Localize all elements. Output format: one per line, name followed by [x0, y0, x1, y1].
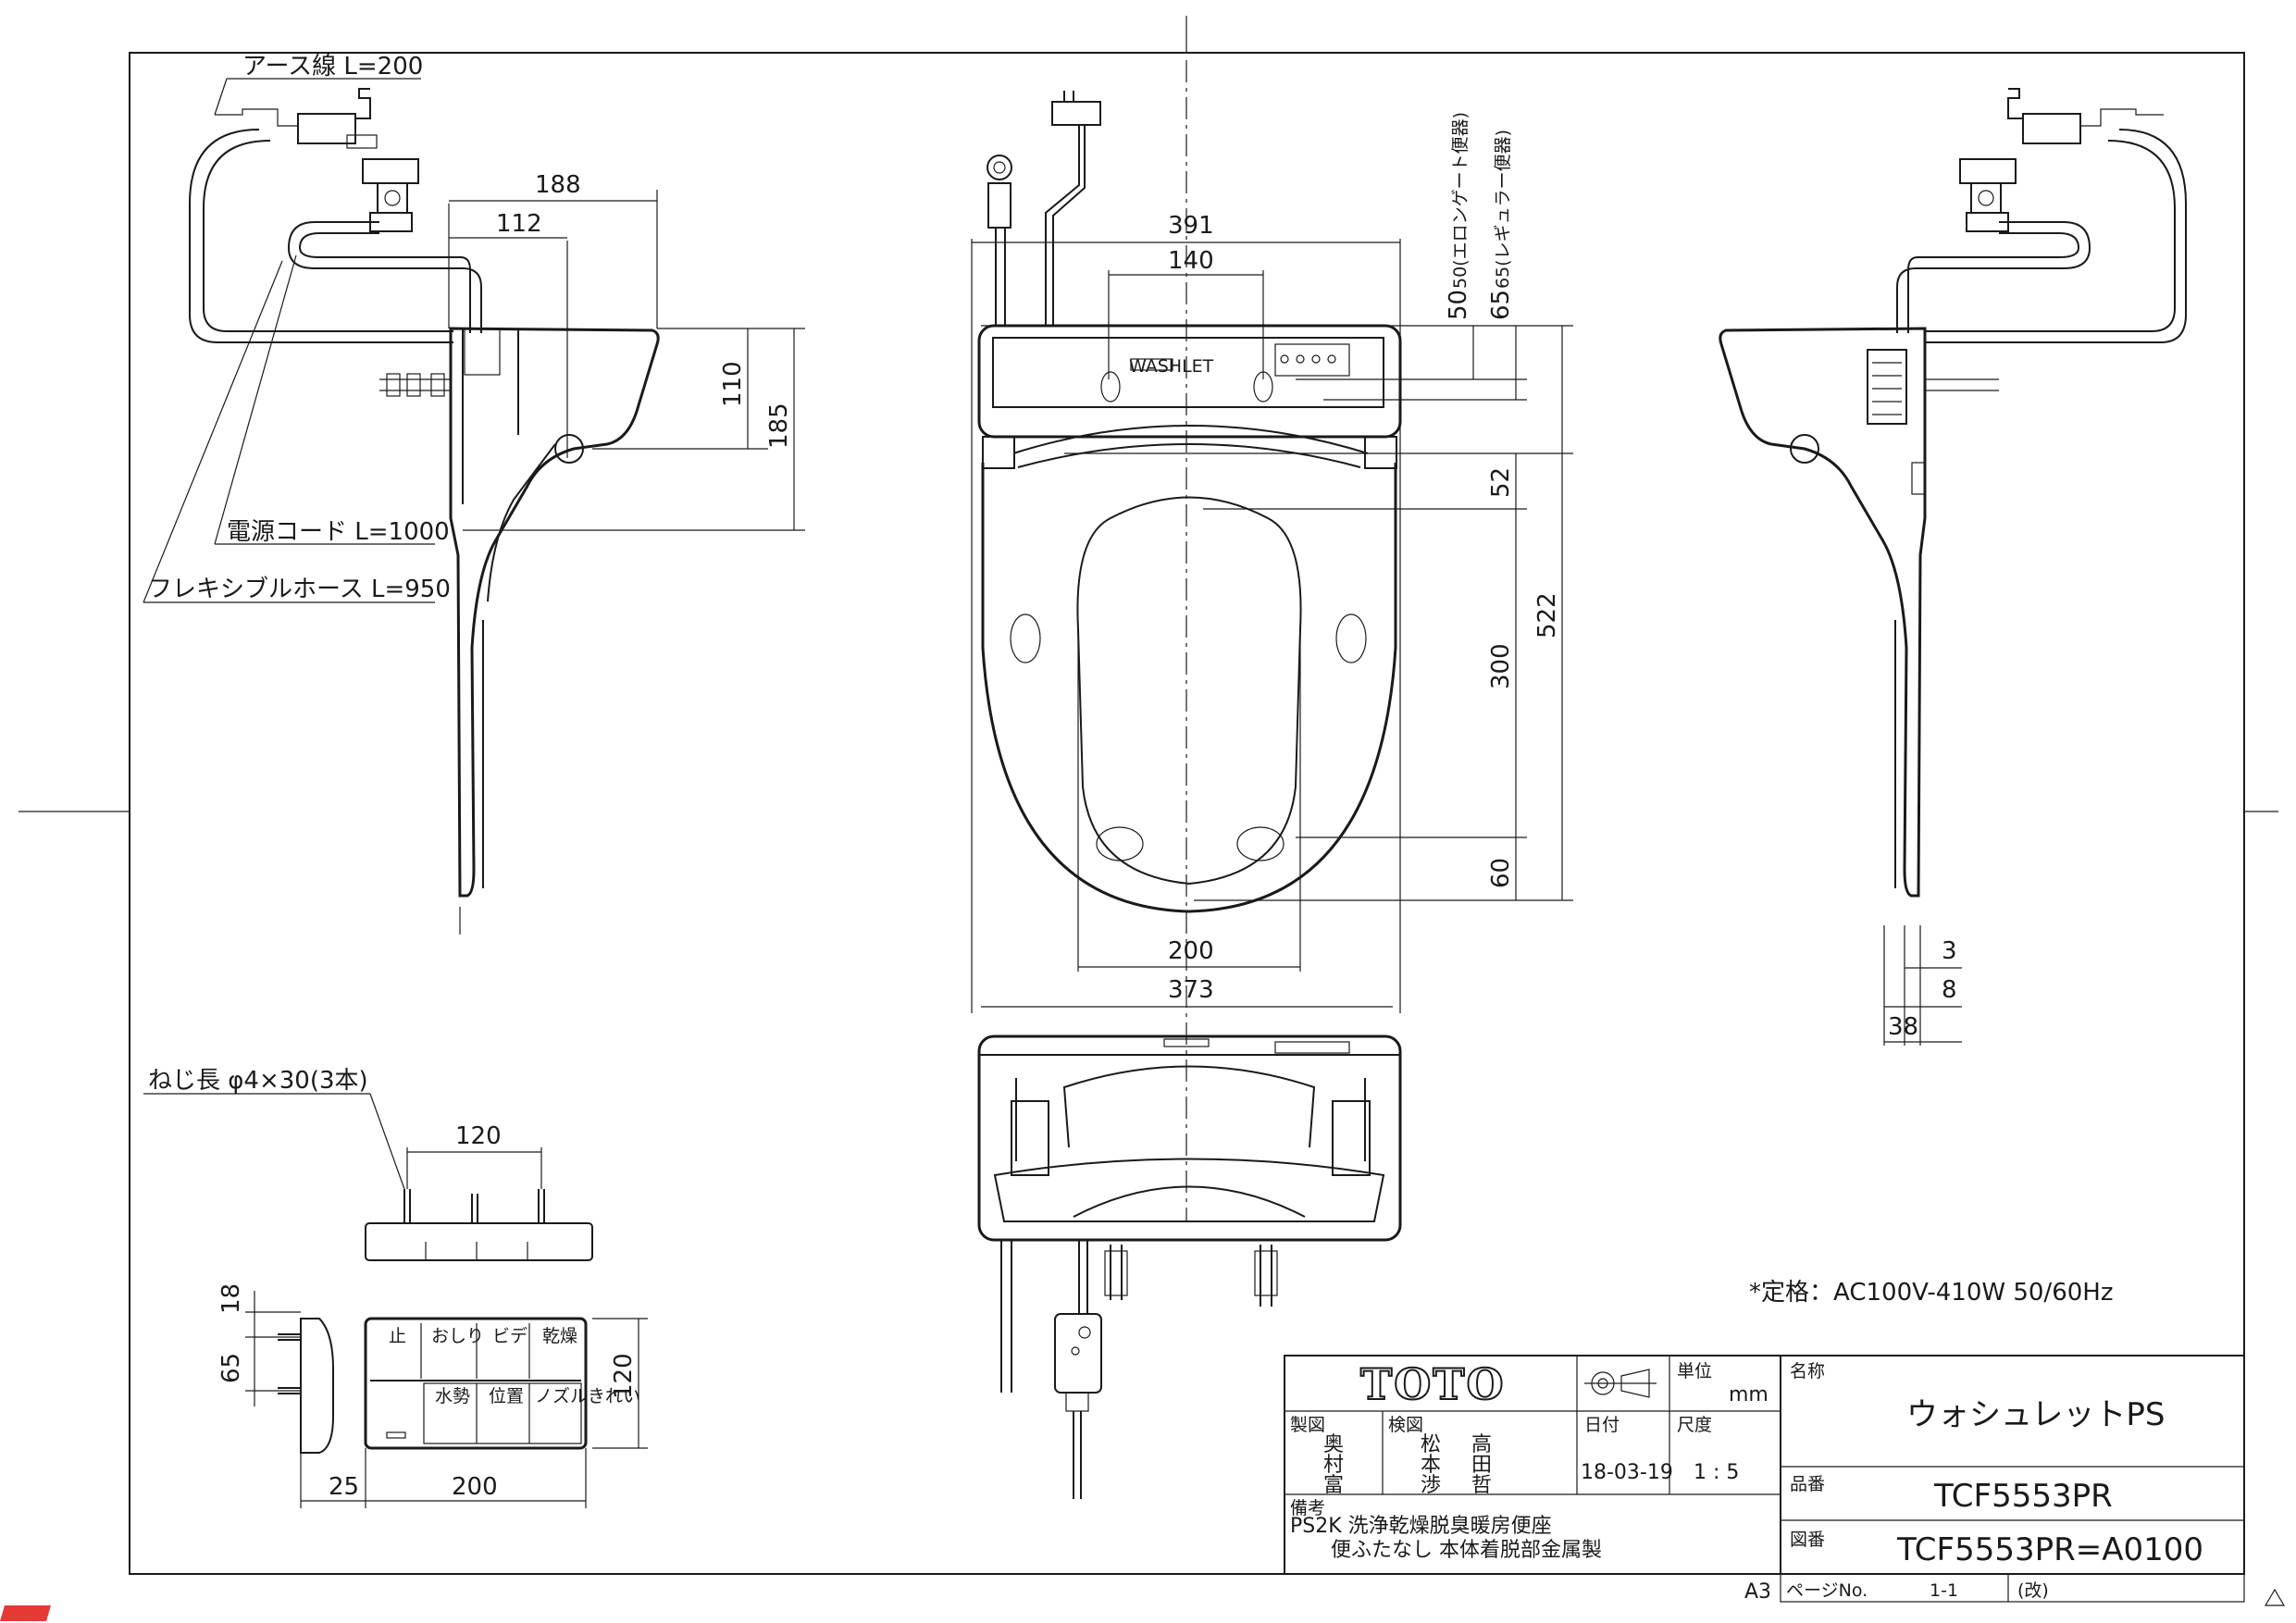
dim-185: 185	[765, 403, 793, 449]
part-number: TCF5553PR	[1933, 1478, 2113, 1515]
dim-200: 200	[1168, 937, 1214, 965]
dim-140: 140	[1168, 247, 1214, 275]
dim-25: 25	[329, 1473, 359, 1501]
dim-373: 373	[1168, 976, 1214, 1004]
top-view-dimensions: 391 140 50 50(エロンゲート便器) 65 65(レギュラー便器) 5…	[972, 112, 1563, 1008]
dim-65: 65	[1487, 290, 1515, 320]
dim-60: 60	[1487, 858, 1515, 888]
remarks-line-2: 便ふたなし 本体着脱部金属製	[1331, 1539, 1602, 1562]
left-view-dimensions: 188 112 110 185 アース線 L=200 電源コード L=1000 …	[143, 53, 795, 603]
btn-dry: 乾燥	[542, 1326, 577, 1346]
dim-300: 300	[1487, 643, 1515, 689]
check2-name-2: 田	[1471, 1454, 1492, 1477]
dim-52: 52	[1487, 467, 1515, 498]
drawn-name-3: 富	[1323, 1474, 1344, 1497]
dim-391: 391	[1168, 212, 1214, 240]
drawn-label: 製図	[1290, 1415, 1325, 1435]
date-label: 日付	[1584, 1415, 1620, 1435]
btn-bidet: ビデ	[492, 1326, 527, 1346]
scale-value: 1 : 5	[1694, 1461, 1739, 1484]
dim-3: 3	[1942, 937, 1957, 965]
btn-nozzle: ノズルきれい	[535, 1386, 640, 1406]
name-label: 名称	[1790, 1361, 1825, 1381]
dim-8: 8	[1942, 976, 1957, 1004]
corner-marks	[0, 1588, 2286, 1621]
power-cord-label: 電源コード L=1000	[227, 518, 450, 546]
dim-112: 112	[496, 210, 542, 238]
revision-label: (改)	[2017, 1580, 2049, 1601]
earth-wire-label: アース線 L=200	[242, 53, 423, 81]
drawn-name-2: 村	[1323, 1454, 1344, 1477]
drawn-name-1: 奥	[1323, 1433, 1344, 1456]
date-value: 18-03-19	[1581, 1461, 1673, 1484]
btn-position: 位置	[489, 1386, 524, 1406]
dim-120-remote: 120	[610, 1353, 638, 1399]
unit-value: mm	[1729, 1383, 1769, 1406]
remote-bracket-view: ねじ長 φ4×30(3本) 120	[143, 1067, 593, 1261]
projection-symbol-icon	[1584, 1369, 1657, 1398]
drawing-number: TCF5553PR=A0100	[1896, 1531, 2203, 1568]
btn-oshiri: おしり	[431, 1326, 484, 1346]
washlet-badge: WASHLET	[1129, 356, 1214, 377]
front-view	[977, 1035, 1402, 1499]
dim-18: 18	[217, 1283, 245, 1314]
remarks-label: 備考	[1290, 1498, 1325, 1518]
drawing-label: 図番	[1790, 1530, 1825, 1550]
btn-pressure: 水勢	[435, 1386, 470, 1406]
check-name-3: 渉	[1421, 1474, 1441, 1497]
dim-110: 110	[719, 361, 747, 407]
scale-label: 尺度	[1677, 1415, 1712, 1435]
check2-name-3: 哲	[1471, 1474, 1492, 1497]
check-label: 検図	[1388, 1415, 1423, 1435]
dim-50: 50	[1445, 290, 1472, 320]
dim-200-remote: 200	[452, 1473, 498, 1501]
flex-hose-label: フレキシブルホース L=950	[148, 576, 451, 603]
dim-188: 188	[535, 171, 581, 199]
dim-522: 522	[1533, 592, 1561, 638]
right-side-view	[1719, 88, 2187, 1046]
drawing-frame	[19, 16, 2278, 1575]
title-block: TOTO 単位 mm 名称 ウォシュレットPS 製図 奥 村 富 検図 松 本 …	[1284, 1355, 2245, 1604]
remote-control-views: 18 65 止 おしり ビデ 乾燥 水勢 位置 ノズルきれい 120 25 20…	[217, 1283, 648, 1508]
screw-label: ねじ長 φ4×30(3本)	[148, 1067, 368, 1095]
dim-120-screws: 120	[455, 1122, 502, 1150]
page-label: ページNo.	[1786, 1580, 1868, 1601]
part-label: 品番	[1790, 1474, 1825, 1494]
remarks-line-1: PS2K 洗浄乾燥脱臭暖房便座	[1290, 1515, 1552, 1538]
page-value: 1-1	[1930, 1580, 1958, 1601]
right-view-dimensions: 3 8 38	[1884, 937, 1962, 1043]
product-name: ウォシュレットPS	[1906, 1396, 2165, 1433]
top-view: WASHLET	[971, 60, 1573, 1221]
btn-stop: 止	[389, 1326, 406, 1346]
dim-38: 38	[1888, 1013, 1918, 1041]
check2-name-1: 高	[1471, 1433, 1492, 1456]
check-name-2: 本	[1421, 1454, 1441, 1477]
sheet-size: A3	[1744, 1580, 1771, 1604]
left-side-view	[189, 88, 805, 935]
check-name-1: 松	[1421, 1433, 1441, 1456]
toto-logo: TOTO	[1360, 1359, 1506, 1409]
rating-label: *定格：AC100V-410W 50/60Hz	[1749, 1279, 2113, 1307]
elongated-note: 50(エロンゲート便器)	[1450, 112, 1471, 289]
dim-65-remote: 65	[217, 1353, 245, 1383]
regular-note: 65(レギュラー便器)	[1493, 130, 1513, 289]
unit-label: 単位	[1677, 1361, 1712, 1381]
